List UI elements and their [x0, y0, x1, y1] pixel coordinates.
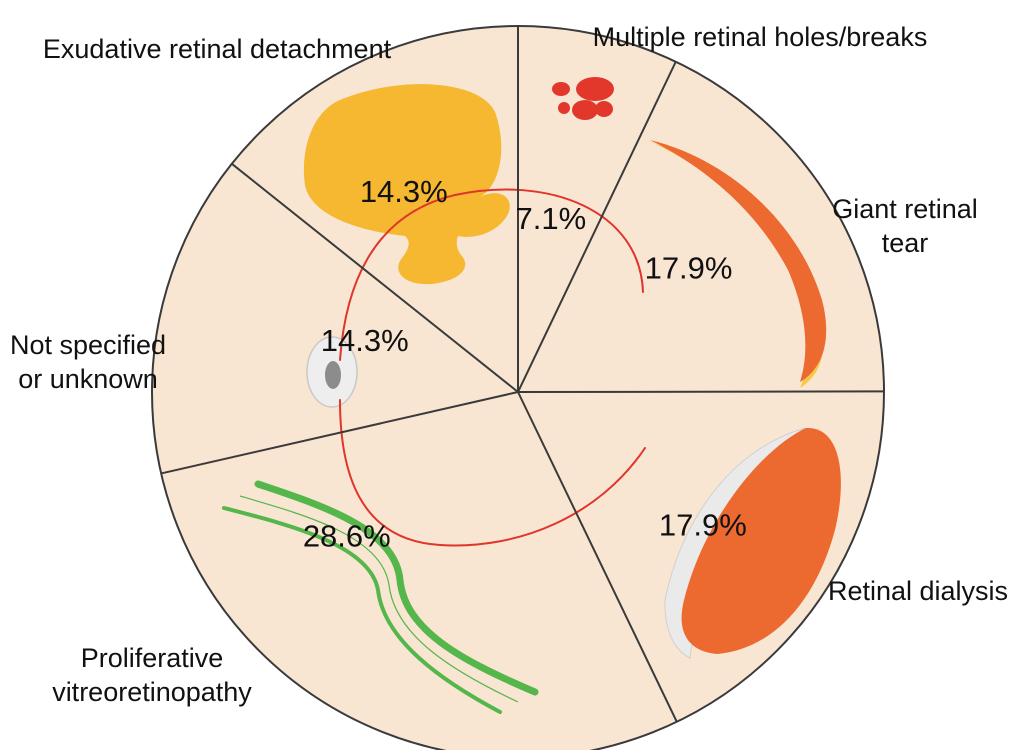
slice-divider: [517, 390, 885, 393]
pie-slice-proliferative-vitreoretinopathy: [161, 392, 677, 750]
exudative-detachment-illustration: [303, 84, 510, 285]
category-label-line: Multiple retinal holes/breaks: [593, 22, 928, 52]
optic-disc-illustration: [306, 336, 358, 408]
category-label-not-specified-or-unknown: Not specified or unknown: [10, 330, 166, 394]
category-label-line: or unknown: [18, 364, 158, 394]
value-labels: 7.1% 17.9% 17.9% 28.6% 14.3% 14.3%: [303, 174, 747, 554]
value-label-not-specified-or-unknown: 14.3%: [321, 323, 409, 358]
value-label-retinal-dialysis: 17.9%: [659, 508, 747, 543]
giant-tear-illustration: [646, 140, 827, 388]
retinal-holes-illustration: [552, 77, 614, 120]
category-label-retinal-dialysis: Retinal dialysis: [828, 576, 1008, 606]
slice-divider: [231, 163, 519, 393]
category-label-proliferative-vitreoretinopathy: Proliferative vitreoretinopathy: [52, 643, 252, 707]
value-label-multiple-retinal-holes-breaks: 7.1%: [515, 201, 586, 236]
retinal-vessel-illustration: [339, 188, 646, 547]
slice-divider: [517, 391, 678, 723]
dialysis-illustration: [664, 427, 841, 659]
value-label-proliferative-vitreoretinopathy: 28.6%: [303, 518, 391, 553]
category-label-line: vitreoretinopathy: [52, 677, 252, 707]
slice-divider: [517, 61, 677, 393]
category-label-line: tear: [882, 228, 929, 258]
category-label-line: Exudative retinal detachment: [43, 34, 392, 64]
pie-slice-multiple-retinal-holes-breaks: [518, 26, 676, 392]
category-label-exudative-retinal-detachment: Exudative retinal detachment: [43, 34, 392, 64]
pie-slice-giant-retinal-tear: [518, 61, 884, 392]
value-label-exudative-retinal-detachment: 14.3%: [360, 174, 448, 209]
slice-dividers: [160, 26, 885, 723]
category-label-giant-retinal-tear: Giant retinal tear: [832, 194, 978, 258]
slice-divider: [160, 391, 519, 475]
pvr-illustration: [222, 480, 539, 714]
category-label-line: Not specified: [10, 330, 166, 360]
pie-slice-not-specified-or-unknown: [152, 163, 519, 474]
category-label-line: Retinal dialysis: [828, 576, 1008, 606]
value-label-giant-retinal-tear: 17.9%: [645, 250, 733, 285]
category-label-multiple-retinal-holes-breaks: Multiple retinal holes/breaks: [593, 22, 928, 52]
category-label-line: Proliferative: [81, 643, 224, 673]
category-label-line: Giant retinal: [832, 194, 978, 224]
